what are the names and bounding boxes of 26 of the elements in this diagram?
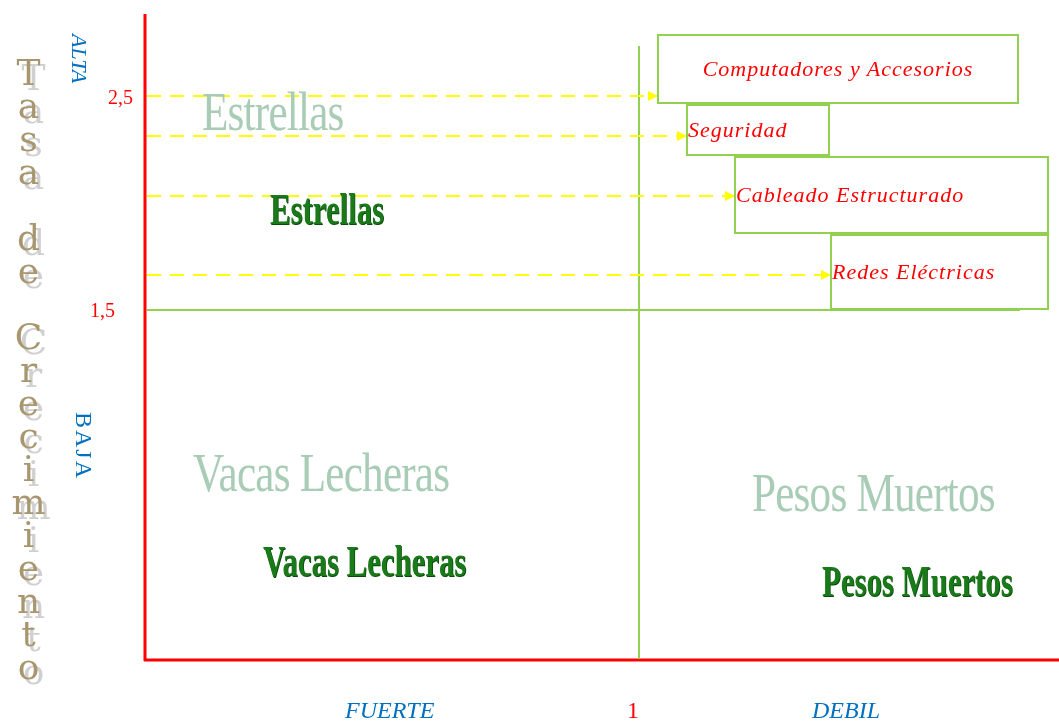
category-label: Cableado Estructurado: [736, 182, 965, 208]
quadrant-shadow-label: Pesos Muertos: [752, 466, 995, 520]
axis-category: DEBIL: [812, 698, 880, 722]
arrow: [146, 191, 735, 201]
tick-label: 2,5: [108, 87, 133, 107]
category-label: Seguridad: [688, 117, 788, 143]
arrow: [146, 131, 687, 141]
quadrant-label: Pesos Muertos: [822, 560, 1013, 604]
category-box: [734, 156, 1049, 234]
axis-category: ALTA: [68, 34, 90, 84]
axis-category: BAJA: [72, 412, 96, 480]
category-box: [686, 104, 830, 156]
axis-category: FUERTE: [345, 698, 435, 722]
quadrant-label: Estrellas: [270, 188, 385, 232]
tick-label: 1: [627, 698, 639, 722]
category-box: [830, 234, 1049, 310]
category-label: Computadores y Accesorios: [702, 56, 974, 82]
axis-title: Tasa de Crecimiento: [10, 52, 46, 679]
quadrant-shadow-label: Estrellas: [202, 85, 344, 139]
tick-label: 1,5: [90, 300, 115, 320]
quadrant-shadow-label: Vacas Lecheras: [193, 446, 450, 500]
arrow: [146, 91, 658, 101]
category-label: Redes Eléctricas: [832, 259, 996, 285]
quadrant-label: Vacas Lecheras: [263, 540, 467, 584]
arrow: [146, 270, 831, 280]
category-box: [657, 34, 1019, 104]
